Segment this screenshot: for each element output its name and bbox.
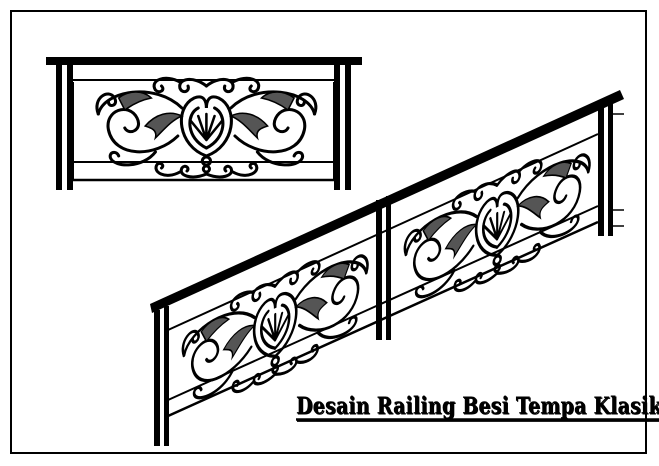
- ornament-scroll-icon: [403, 134, 592, 320]
- stair-railing: [150, 90, 624, 446]
- flat-railing: [46, 57, 362, 190]
- design-title: Desain Railing Besi Tempa Klasik: [296, 392, 659, 420]
